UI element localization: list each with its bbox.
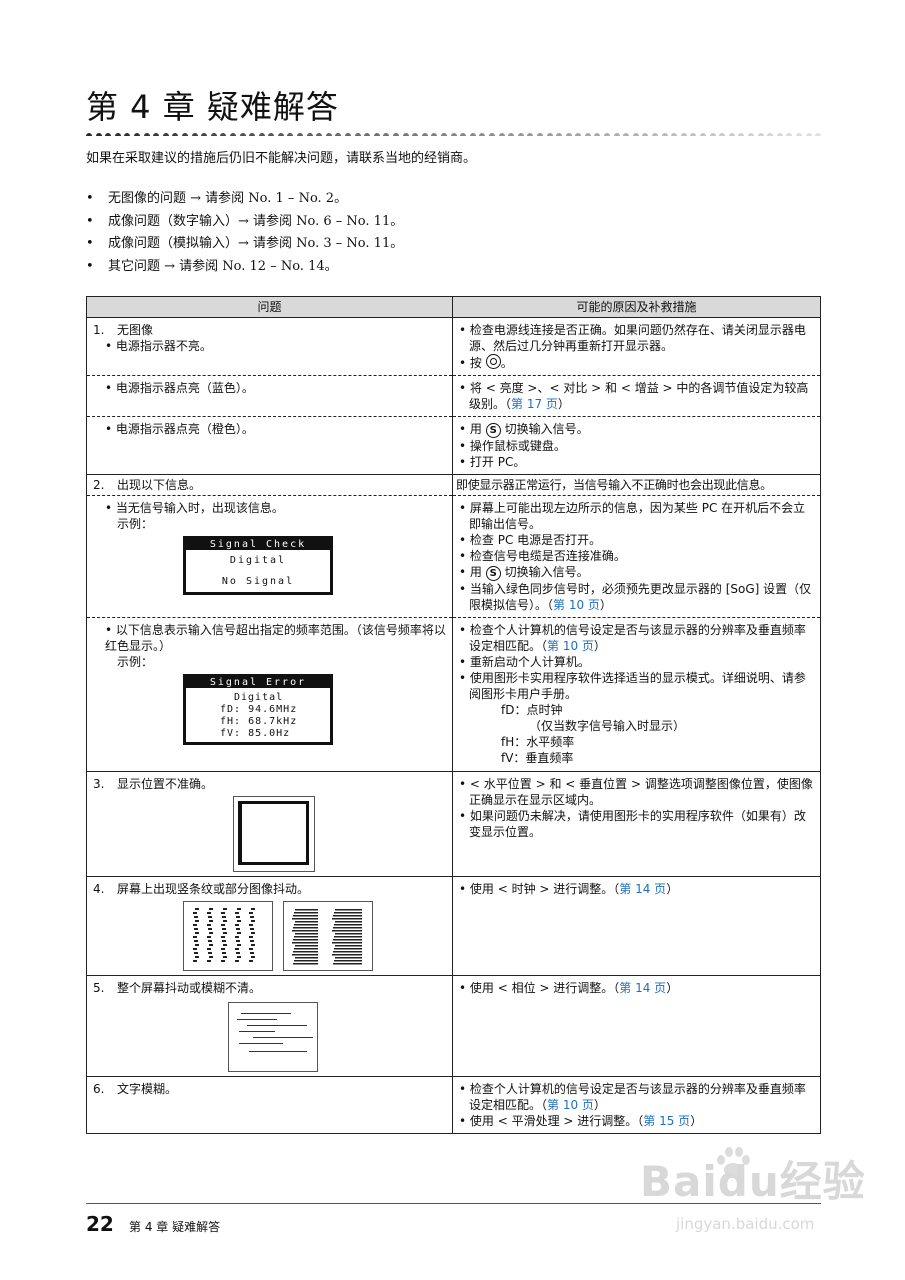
remedy: 使用 < 平滑处理 > 进行调整。（第 15 页） (459, 1113, 814, 1129)
chapter-title: 第 4 章 疑难解答 (86, 88, 339, 126)
page-link[interactable]: 第 10 页 (553, 598, 600, 612)
problem-title: 无图像 (117, 323, 154, 337)
reference-item: 无图像的问题 → 请参阅 No. 1 – No. 2。 (86, 188, 403, 211)
remedy: 用 S 切换输入信号。 (459, 564, 814, 581)
vertical-stripes-illustration (183, 901, 273, 971)
table-row: 2. 出现以下信息。 即使显示器正常运行，当信号输入不正确时也会出现此信息。 (86, 474, 821, 496)
table-row: 电源指示器点亮（蓝色）。 将 < 亮度 >、< 对比 > 和 < 增益 > 中的… (86, 375, 821, 417)
page-link[interactable]: 第 14 页 (619, 981, 667, 995)
problem-title: 出现以下信息。 (117, 478, 202, 492)
table-row: 电源指示器点亮（橙色）。 用 S 切换输入信号。 操作鼠标或键盘。 打开 PC。 (86, 416, 821, 475)
remedy: 检查 PC 电源是否打开。 (459, 532, 814, 548)
signal-button-icon: S (485, 423, 501, 438)
problem-detail: 电源指示器点亮（蓝色）。 (93, 380, 446, 396)
problem-title: 显示位置不准确。 (117, 777, 214, 791)
remedy: 检查个人计算机的信号设定是否与该显示器的分辨率及垂直频率设定相匹配。（第 10 … (459, 1081, 814, 1113)
problem-title: 屏幕上出现竖条纹或部分图像抖动。 (117, 882, 310, 896)
remedy: < 水平位置 > 和 < 垂直位置 > 调整选项调整图像位置，使图像正确显示在显… (459, 776, 814, 808)
footer-chapter: 第 4 章 疑难解答 (129, 1220, 221, 1234)
problem-detail: 电源指示器点亮（橙色）。 (93, 421, 446, 437)
page-link[interactable]: 第 15 页 (643, 1114, 691, 1128)
remedy-detail: fH：水平频率 (501, 735, 575, 749)
problem-detail: 以下信息表示输入信号超出指定的频率范围。（该信号频率将以红色显示。） (93, 622, 446, 654)
page-link[interactable]: 第 14 页 (619, 882, 667, 896)
remedy: 当输入绿色同步信号时，必须预先更改显示器的 [SoG] 设置（仅限模拟信号）。（… (459, 581, 814, 613)
remedy: 检查电源线连接是否正确。如果问题仍然存在、请关闭显示器电源、然后过几分钟再重新打… (459, 322, 814, 354)
header-cause: 可能的原因及补救措施 (452, 296, 821, 318)
problem-number: 4. (93, 882, 105, 896)
osd-line: fH: 68.7kHz (220, 716, 298, 727)
osd-line: fV: 85.0Hz (220, 728, 291, 739)
signal-button-icon: S (485, 566, 501, 581)
remedy: 检查个人计算机的信号设定是否与该显示器的分辨率及垂直频率设定相匹配。（第 10 … (459, 622, 814, 654)
remedy: 重新启动个人计算机。 (459, 654, 814, 670)
remedy: 即使显示器正常运行，当信号输入不正确时也会出现此信息。 (452, 474, 821, 496)
table-row: 3. 显示位置不准确。 < 水平位置 > 和 < 垂直位置 > 调整选项调整图像位… (86, 771, 821, 877)
table-row: 4. 屏幕上出现竖条纹或部分图像抖动。 使用 < 时钟 > 进行调整。（第 14 … (86, 876, 821, 976)
reference-item: 成像问题（模拟输入）→ 请参阅 No. 3 – No. 11。 (86, 233, 403, 256)
header-problem: 问题 (86, 296, 453, 318)
remedy: 使用 < 相位 > 进行调整。（第 14 页） (459, 980, 814, 996)
page-link[interactable]: 第 17 页 (511, 397, 558, 411)
problem-number: 2. (93, 478, 105, 492)
problem-number: 6. (93, 1082, 105, 1096)
remedy-detail: fV：垂直频率 (501, 751, 574, 765)
osd-title: Signal Check (186, 539, 330, 550)
remedy: 用 S 切换输入信号。 (459, 421, 814, 438)
remedy: 使用图形卡实用程序软件选择适当的显示模式。详细说明、请参阅图形卡用户手册。 (459, 670, 814, 702)
remedy: 检查信号电缆是否连接准确。 (459, 548, 814, 564)
osd-title: Signal Error (186, 677, 330, 688)
jitter-illustration (283, 901, 373, 971)
problem-title: 文字模糊。 (117, 1082, 178, 1096)
remedy: 如果问题仍未解决，请使用图形卡的实用程序软件（如果有）改变显示位置。 (459, 808, 814, 840)
problem-detail: 当无信号输入时，出现该信息。 (93, 500, 446, 516)
table-row: 当无信号输入时，出现该信息。 示例： Signal Check Digital … (86, 495, 821, 618)
reference-item: 成像问题（数字输入）→ 请参阅 No. 6 – No. 11。 (86, 211, 403, 234)
problem-number: 1. (93, 323, 105, 337)
remedy: 使用 < 时钟 > 进行调整。（第 14 页） (459, 881, 814, 897)
remedy-detail: （仅当数字信号输入时显示） (529, 719, 686, 733)
position-monitor-illustration (233, 796, 315, 872)
table-row: 6. 文字模糊。 检查个人计算机的信号设定是否与该显示器的分辨率及垂直频率设定相匹… (86, 1076, 821, 1134)
problem-title: 整个屏幕抖动或模糊不清。 (117, 981, 262, 995)
page-link[interactable]: 第 10 页 (547, 1098, 594, 1112)
remedy: 将 < 亮度 >、< 对比 > 和 < 增益 > 中的各调节值设定为较高级别。（… (459, 380, 814, 412)
intro-text: 如果在采取建议的措施后仍旧不能解决问题，请联系当地的经销商。 (86, 151, 477, 166)
reference-item: 其它问题 → 请参阅 No. 12 – No. 14。 (86, 256, 403, 279)
remedy: 按 。 (459, 354, 814, 371)
remedy: 操作鼠标或键盘。 (459, 438, 814, 454)
remedy: 打开 PC。 (459, 454, 814, 470)
problem-number: 5. (93, 981, 105, 995)
osd-line: fD: 94.6MHz (220, 704, 298, 715)
example-label: 示例： (117, 655, 154, 669)
page-number: 22 (86, 1212, 114, 1236)
blurry-screen-illustration (228, 1002, 318, 1072)
osd-line: Digital (234, 692, 284, 703)
page-link[interactable]: 第 10 页 (547, 639, 594, 653)
table-row: 1. 无图像 电源指示器不亮。 检查电源线连接是否正确。如果问题仍然存在、请关闭显… (86, 317, 821, 376)
baidu-paw-icon (717, 1147, 750, 1177)
troubleshooting-table: 问题 可能的原因及补救措施 1. 无图像 电源指示器不亮。 检查电源线连接是否正确… (86, 296, 821, 1134)
power-button-icon (485, 354, 501, 369)
watermark-url: jingyan.baidu.com (676, 1215, 815, 1233)
watermark-logo: Baidu经验 (640, 1157, 866, 1206)
remedy: 屏幕上可能出现左边所示的信息，因为某些 PC 在开机后不会立即输出信号。 (459, 500, 814, 532)
footer-divider (86, 1203, 821, 1204)
dotted-divider (86, 128, 821, 136)
table-row: 以下信息表示输入信号超出指定的频率范围。（该信号频率将以红色显示。） 示例： S… (86, 617, 821, 772)
reference-list: 无图像的问题 → 请参阅 No. 1 – No. 2。 成像问题（数字输入）→ … (86, 188, 403, 278)
signal-check-osd: Signal Check Digital No Signal (183, 536, 333, 595)
osd-line: No Signal (221, 576, 295, 587)
table-row: 5. 整个屏幕抖动或模糊不清。 使用 < 相位 > 进行调整。（第 14 页） (86, 975, 821, 1077)
problem-detail: 电源指示器不亮。 (93, 338, 446, 354)
remedy-detail: fD：点时钟 (501, 703, 563, 717)
osd-line: Digital (229, 555, 287, 566)
problem-number: 3. (93, 777, 105, 791)
example-label: 示例： (117, 517, 154, 531)
signal-error-osd: Signal Error Digital fD: 94.6MHz fH: 68.… (183, 674, 333, 745)
